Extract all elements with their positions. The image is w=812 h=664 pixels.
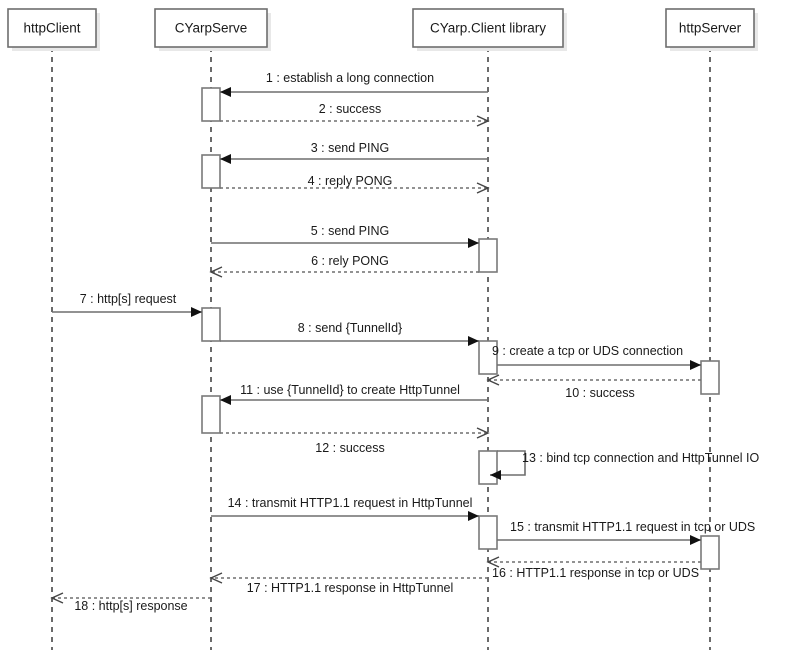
message-18: 18 : http[s] response <box>50 592 211 613</box>
message-label-18: 18 : http[s] response <box>74 599 187 613</box>
activation-bar-cyarpServe-3 <box>201 307 221 342</box>
message-5: 5 : send PING <box>211 224 479 248</box>
message-label-2: 2 : success <box>319 102 382 116</box>
activation-bar-cyarpClient-8 <box>478 515 498 550</box>
message-label-4: 4 : reply PONG <box>308 174 393 188</box>
message-16: 16 : HTTP1.1 response in tcp or UDS <box>486 556 701 580</box>
message-12: 12 : success <box>220 427 490 455</box>
activation-bar-cyarpClient-7 <box>478 450 498 485</box>
message-arrowhead-6 <box>209 266 223 278</box>
message-label-17: 17 : HTTP1.1 response in HttpTunnel <box>247 581 454 595</box>
message-label-11: 11 : use {TunnelId} to create HttpTunnel <box>240 383 460 397</box>
message-4: 4 : reply PONG <box>220 174 490 194</box>
message-3: 3 : send PING <box>220 141 488 164</box>
activation-bar-cyarpServe-1 <box>201 154 221 189</box>
activations-layer <box>201 87 720 570</box>
message-7: 7 : http[s] request <box>52 292 202 317</box>
message-arrowhead-14 <box>468 511 479 521</box>
message-arrowhead-2 <box>476 115 490 127</box>
message-arrowhead-18 <box>50 592 64 604</box>
participant-box-cyarpServe[interactable]: CYarpServe <box>154 8 271 51</box>
message-arrowhead-3 <box>220 154 231 164</box>
participant-label-cyarpServe: CYarpServe <box>175 21 248 36</box>
message-arrowhead-13 <box>490 470 501 480</box>
participant-label-httpClient: httpClient <box>23 21 80 36</box>
message-label-13: 13 : bind tcp connection and HttpTunnel … <box>522 451 759 465</box>
message-arrowhead-1 <box>220 87 231 97</box>
activation-bar-cyarpServe-0 <box>201 87 221 122</box>
message-1: 1 : establish a long connection <box>220 71 488 97</box>
message-arrowhead-7 <box>191 307 202 317</box>
message-self-line-13 <box>490 450 526 476</box>
participant-box-rect <box>7 8 97 48</box>
message-label-3: 3 : send PING <box>311 141 390 155</box>
participant-box-httpClient[interactable]: httpClient <box>7 8 100 51</box>
participant-box-rect <box>154 8 268 48</box>
participant-label-httpServer: httpServer <box>679 21 742 36</box>
message-label-6: 6 : rely PONG <box>311 254 389 268</box>
message-label-1: 1 : establish a long connection <box>266 71 434 85</box>
message-label-8: 8 : send {TunnelId} <box>298 321 402 335</box>
message-9: 9 : create a tcp or UDS connection <box>492 344 701 370</box>
activation-bar-cyarpServe-6 <box>201 395 221 434</box>
message-label-10: 10 : success <box>565 386 634 400</box>
message-arrowhead-4 <box>476 182 490 194</box>
message-arrowhead-5 <box>468 238 479 248</box>
activation-bar-cyarpClient-4 <box>478 340 498 375</box>
message-arrowhead-17 <box>209 572 223 584</box>
message-label-7: 7 : http[s] request <box>80 292 177 306</box>
message-label-12: 12 : success <box>315 441 384 455</box>
message-arrowhead-16 <box>486 556 500 568</box>
message-10: 10 : success <box>486 374 701 400</box>
activation-bar-httpServer-5 <box>700 360 720 395</box>
message-15: 15 : transmit HTTP1.1 request in tcp or … <box>497 520 755 545</box>
activation-bar-httpServer-9 <box>700 535 720 570</box>
participant-box-cyarpClient[interactable]: CYarp.Client library <box>412 8 567 51</box>
messages-layer: 1 : establish a long connection 2 : succe… <box>50 71 759 613</box>
message-label-14: 14 : transmit HTTP1.1 request in HttpTun… <box>228 496 473 510</box>
message-label-15: 15 : transmit HTTP1.1 request in tcp or … <box>510 520 755 534</box>
message-label-5: 5 : send PING <box>311 224 390 238</box>
message-2: 2 : success <box>220 102 490 127</box>
message-label-9: 9 : create a tcp or UDS connection <box>492 344 683 358</box>
participant-boxes-layer: httpClient CYarpServe CYarp.Client library… <box>7 8 758 51</box>
message-6: 6 : rely PONG <box>209 254 479 278</box>
message-8: 8 : send {TunnelId} <box>220 321 479 346</box>
message-13: 13 : bind tcp connection and HttpTunnel … <box>490 450 759 480</box>
message-11: 11 : use {TunnelId} to create HttpTunnel <box>220 383 488 405</box>
message-arrowhead-8 <box>468 336 479 346</box>
activation-bar-cyarpClient-2 <box>478 238 498 273</box>
message-17: 17 : HTTP1.1 response in HttpTunnel <box>209 572 488 595</box>
message-14: 14 : transmit HTTP1.1 request in HttpTun… <box>211 496 479 521</box>
message-arrowhead-11 <box>220 395 231 405</box>
participant-box-rect <box>665 8 755 48</box>
message-arrowhead-10 <box>486 374 500 386</box>
message-label-16: 16 : HTTP1.1 response in tcp or UDS <box>492 566 699 580</box>
participant-box-httpServer[interactable]: httpServer <box>665 8 758 51</box>
message-arrowhead-15 <box>690 535 701 545</box>
message-arrowhead-12 <box>476 427 490 439</box>
participant-label-cyarpClient: CYarp.Client library <box>430 21 546 36</box>
participant-box-rect <box>412 8 564 48</box>
message-arrowhead-9 <box>690 360 701 370</box>
